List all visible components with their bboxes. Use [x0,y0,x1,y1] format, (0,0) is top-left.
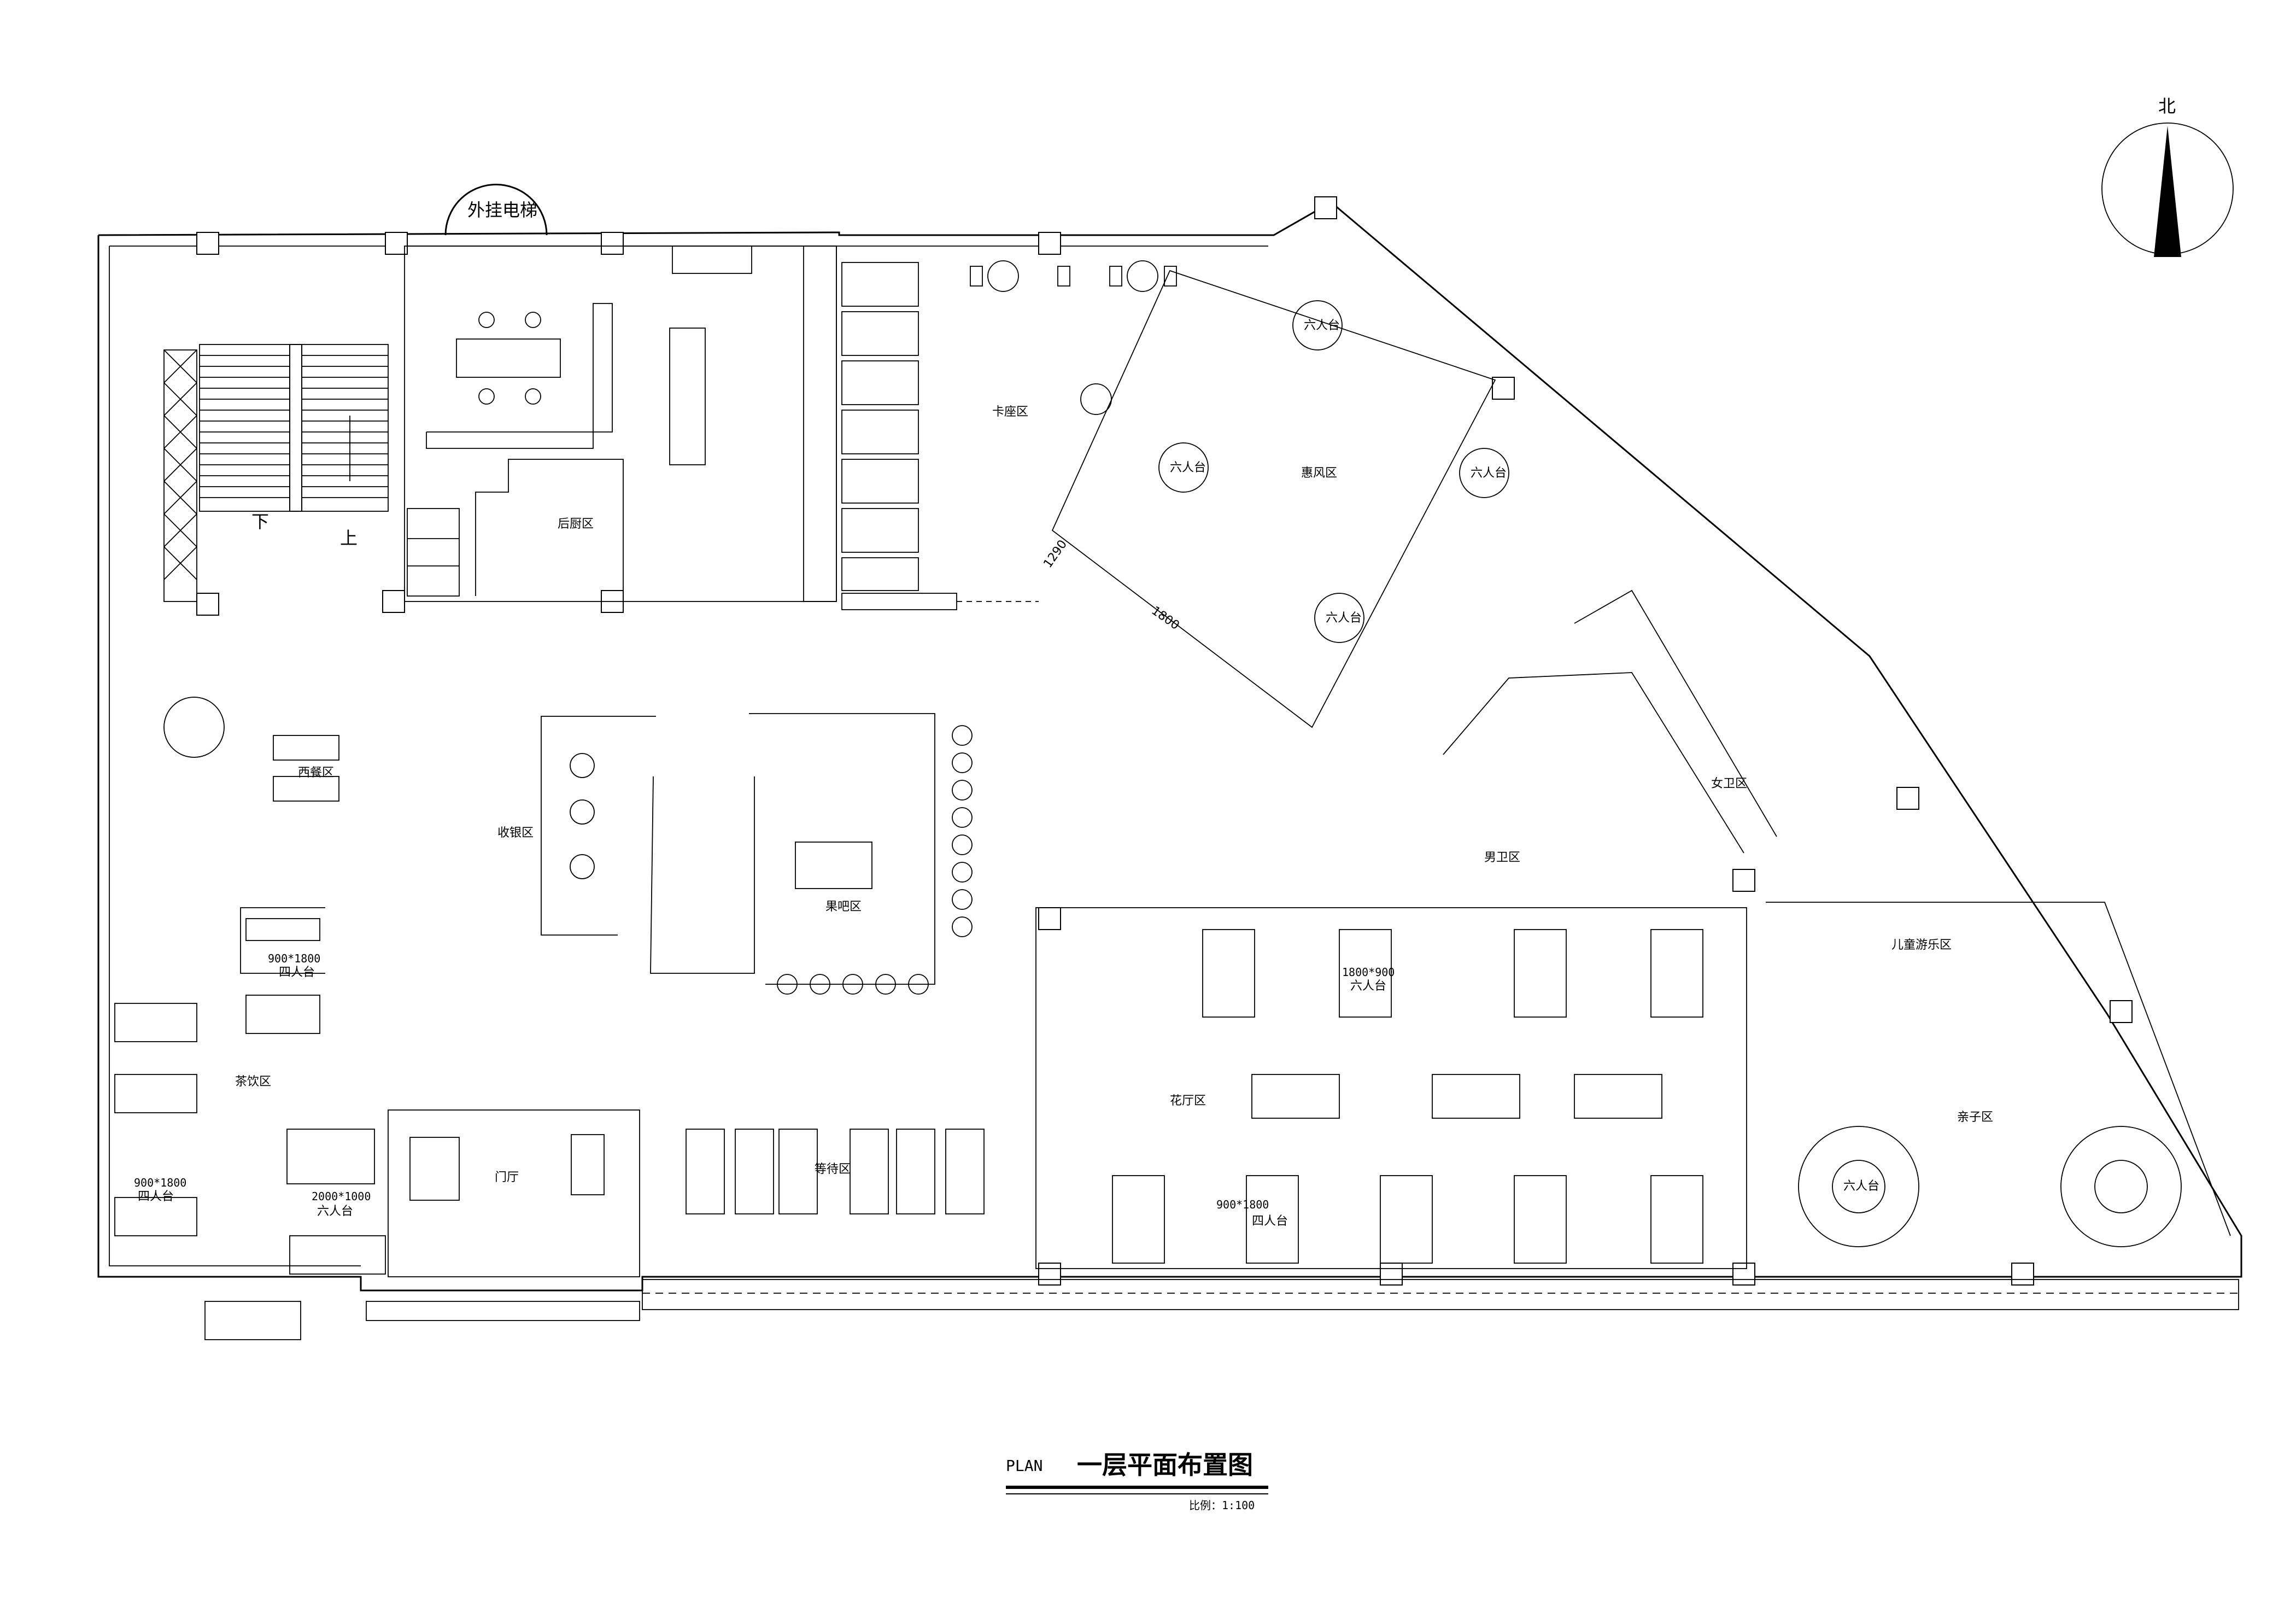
table-2000-label: 2000*1000 [312,1190,371,1203]
cashier-area-label: 收银区 [497,826,534,840]
scale-label: 比例：1:100 [1189,1499,1255,1512]
bar-area-label: 果吧区 [825,900,862,914]
cashier-area: 收银区 [497,716,656,936]
table-900c-label: 900*1800 [1216,1198,1269,1211]
dim-1800-label: 1800 [1149,604,1182,633]
table-900b-label: 900*1800 [134,1176,186,1189]
stairs-down-label: 下 [251,511,269,532]
round-table-4: 六人台 [1314,593,1364,643]
external-elevator: 外挂电梯 [444,184,548,236]
feng-area-label: 惠风区 [1301,466,1337,480]
flower-hall-label: 花厅区 [1170,1094,1206,1108]
six-top-label-3: 六人台 [1471,466,1507,480]
staircase: 下 上 [163,344,389,602]
leisure-area: 茶饮区 900*1800 四人台 900*1800 四人台 2000*1000 … [114,907,386,1275]
round-table-5: 六人台 [1798,1126,1919,1247]
feng-dining-area: 六人台 六人台 六人台 六人台 惠风区 1800 [1051,270,1509,728]
six-top-label-6: 六人台 [1350,979,1386,993]
round-table-2: 六人台 [1158,442,1209,493]
round-table-6 [2060,1126,2182,1247]
bar-area: 果吧区 [650,713,973,995]
western-area-label: 西餐区 [298,766,334,780]
six-top-label-7: 六人台 [1843,1179,1879,1193]
six-top-label-4: 六人台 [1326,611,1362,625]
table-1800-label: 1800*900 [1342,966,1395,979]
round-table-1: 六人台 [1292,300,1343,350]
six-top-label-5: 六人台 [317,1205,353,1218]
kids-and-family-area: 儿童游乐区 亲子区 六人台 [1798,938,2182,1247]
flower-hall: 花厅区 1800*900 六人台 900*1800 四人台 [1035,907,1747,1269]
four-top-label-3: 四人台 [1252,1214,1288,1228]
title-block: PLAN 一层平面布置图 比例：1:100 [1006,1450,1268,1512]
planter-strip [642,1279,2239,1310]
four-top-label-2: 四人台 [138,1190,174,1204]
kids-area-label: 儿童游乐区 [1891,938,1952,952]
table-900-label: 900*1800 [268,952,320,965]
dim-1290-label: 1290 [1041,538,1070,570]
womens-wc-label: 女卫区 [1711,777,1747,791]
structural-columns [196,196,2133,1286]
north-compass: 北 [2101,96,2234,257]
six-top-label-1: 六人台 [1304,319,1340,332]
building-outline [97,201,2242,1292]
elevator-label: 外挂电梯 [467,200,537,220]
round-table-3: 六人台 [1459,448,1509,498]
booth-area: 卡座区 1290 [841,260,1177,610]
mens-wc-label: 男卫区 [1484,851,1520,864]
family-area-label: 亲子区 [1957,1111,1993,1124]
drawing-title: 一层平面布置图 [1077,1450,1253,1480]
back-kitchen: 后厨区 [404,246,837,602]
waiting-area-label: 等待区 [815,1162,851,1176]
compass-north-label: 北 [2158,96,2176,116]
entrance-hall: 门厅 [204,1109,640,1340]
booth-area-label: 卡座区 [992,405,1028,419]
back-kitchen-label: 后厨区 [558,517,594,531]
waiting-area: 等待区 [686,1129,985,1214]
title-prefix: PLAN [1006,1457,1042,1475]
four-top-label-1: 四人台 [279,966,315,979]
entrance-hall-label: 门厅 [495,1171,519,1184]
western-area: 西餐区 [163,697,339,802]
leisure-area-label: 茶饮区 [235,1075,271,1089]
washrooms: 男卫区 女卫区 [1443,589,1777,864]
six-top-label-2: 六人台 [1170,461,1206,475]
stairs-up-label: 上 [340,528,358,548]
